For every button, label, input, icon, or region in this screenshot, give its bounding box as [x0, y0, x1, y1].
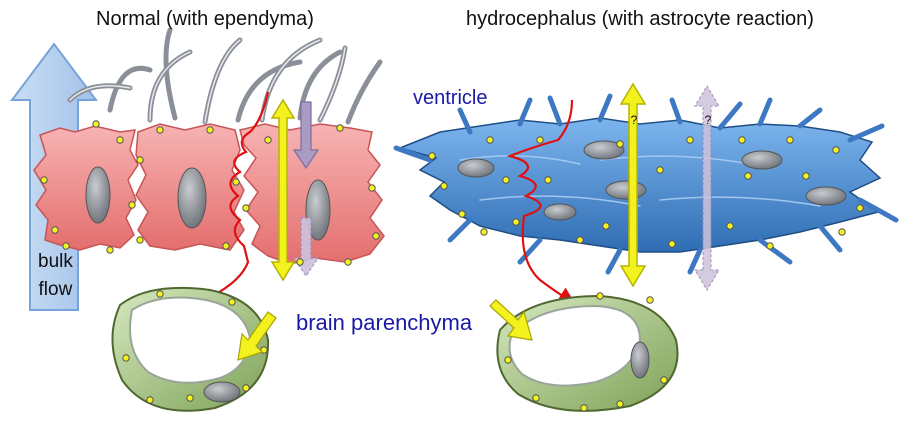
question-mark-2: ?: [705, 113, 712, 127]
label-bulk-line2: flow: [38, 276, 73, 304]
title-hydrocephalus: hydrocephalus (with astrocyte reaction): [466, 8, 814, 31]
label-ventricle: ventricle: [413, 87, 487, 110]
label-brain-parenchyma: brain parenchyma: [296, 310, 472, 336]
entry-arrow-right: [490, 300, 532, 340]
ependymal-cell-1: [34, 126, 138, 250]
label-bulk-flow: bulk flow: [38, 248, 73, 304]
ependymal-cell-3: [240, 124, 384, 264]
title-normal: Normal (with ependyma): [96, 8, 314, 31]
ependymal-cell-2: [136, 124, 244, 250]
question-mark-1: ?: [631, 113, 638, 127]
cilia: [70, 30, 380, 122]
label-bulk-line1: bulk: [38, 248, 73, 276]
astrocyte-layer: [396, 96, 896, 272]
